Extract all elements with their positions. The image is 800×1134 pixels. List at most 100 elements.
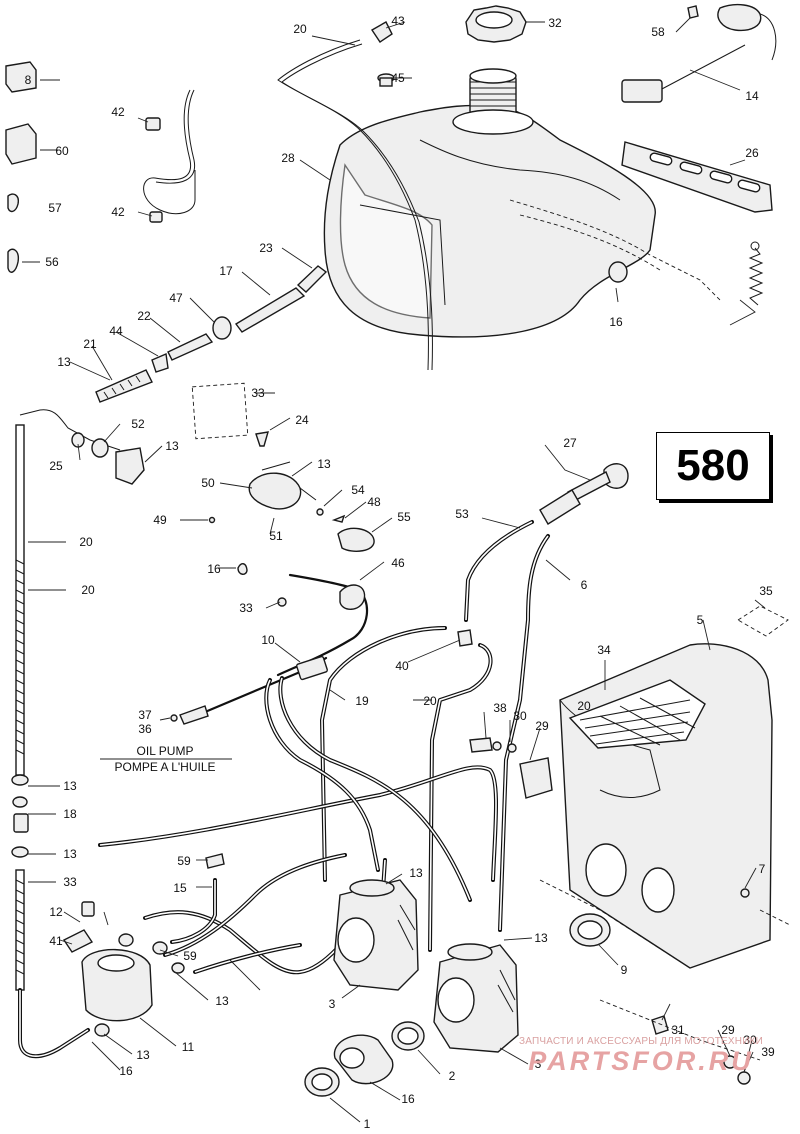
- primer-cable: [11, 424, 90, 1059]
- callout-2: 2: [449, 1069, 456, 1083]
- callout-32: 32: [548, 16, 562, 30]
- page-number: 580: [676, 441, 750, 490]
- callout-20: 20: [577, 699, 591, 713]
- silencer-label: [737, 605, 789, 637]
- primer-assembly: [95, 265, 328, 403]
- oil-pump-label-en: OIL PUMP: [137, 744, 194, 758]
- callout-16: 16: [119, 1064, 133, 1078]
- banjo-fitting: [19, 409, 145, 485]
- callout-59: 59: [177, 854, 191, 868]
- fuel-line-loop: [143, 89, 196, 223]
- spring: [748, 241, 764, 306]
- callout-25: 25: [49, 459, 63, 473]
- callout-13: 13: [317, 457, 331, 471]
- callout-13: 13: [215, 994, 229, 1008]
- callout-49: 49: [153, 513, 167, 527]
- throttle-parts: [208, 431, 375, 552]
- callout-45: 45: [391, 71, 405, 85]
- callout-58: 58: [651, 25, 665, 39]
- watermark-brand: PARTSFOR.RU: [528, 1046, 754, 1076]
- callout-39: 39: [761, 1045, 775, 1059]
- oil-pump: [62, 901, 185, 1037]
- carburetor-2: [433, 943, 519, 1053]
- tank-bracket: [621, 141, 773, 213]
- callout-13: 13: [409, 866, 423, 880]
- callout-57: 57: [48, 201, 62, 215]
- callout-20: 20: [423, 694, 437, 708]
- callout-3: 3: [329, 997, 336, 1011]
- callout-52: 52: [131, 417, 145, 431]
- callout-6: 6: [581, 578, 588, 592]
- primer-knob: [539, 463, 629, 525]
- oil-pump-cable: [170, 655, 328, 725]
- callout-1: 1: [364, 1117, 371, 1131]
- callout-22: 22: [137, 309, 151, 323]
- callout-7: 7: [759, 862, 766, 876]
- callout-27: 27: [563, 436, 577, 450]
- callout-23: 23: [259, 241, 273, 255]
- callout-31: 31: [671, 1023, 685, 1037]
- callout-17: 17: [219, 264, 233, 278]
- callout-54: 54: [351, 483, 365, 497]
- callout-42: 42: [111, 105, 125, 119]
- side-clips: [5, 61, 37, 273]
- callout-20: 20: [81, 583, 95, 597]
- mount-bracket: [469, 737, 553, 799]
- callout-13: 13: [136, 1048, 150, 1062]
- fuel-cap: [465, 5, 527, 43]
- callout-13: 13: [57, 355, 71, 369]
- callout-55: 55: [397, 510, 411, 524]
- callout-43: 43: [391, 14, 405, 28]
- callout-47: 47: [169, 291, 183, 305]
- callout-11: 11: [182, 1040, 195, 1054]
- callout-13: 13: [63, 847, 77, 861]
- callout-12: 12: [49, 905, 63, 919]
- callout-51: 51: [269, 529, 283, 543]
- callout-59: 59: [183, 949, 197, 963]
- callout-29: 29: [535, 719, 549, 733]
- callout-37: 37: [138, 708, 152, 722]
- callout-3: 3: [535, 1057, 542, 1071]
- callout-10: 10: [261, 633, 275, 647]
- callout-8: 8: [25, 73, 32, 87]
- vent-hose: [277, 21, 433, 371]
- callout-44: 44: [109, 324, 123, 338]
- grommet: [377, 73, 395, 87]
- callout-53: 53: [455, 507, 469, 521]
- callout-36: 36: [138, 722, 152, 736]
- callout-30: 30: [743, 1033, 757, 1047]
- callout-30: 30: [513, 709, 527, 723]
- callout-60: 60: [55, 144, 69, 158]
- callout-46: 46: [391, 556, 405, 570]
- callout-42: 42: [111, 205, 125, 219]
- callout-34: 34: [597, 643, 611, 657]
- callout-16: 16: [609, 315, 623, 329]
- tank-grommet: [608, 261, 628, 283]
- callout-13: 13: [63, 779, 77, 793]
- leader-lines: [22, 17, 766, 1123]
- callout-16: 16: [207, 562, 221, 576]
- callout-14: 14: [745, 89, 759, 103]
- callout-24: 24: [295, 413, 309, 427]
- callout-38: 38: [493, 701, 507, 715]
- page-number-box: 580: [656, 432, 770, 500]
- fuel-gauge-sender: [621, 3, 777, 103]
- callout-20: 20: [79, 535, 93, 549]
- callout-40: 40: [395, 659, 409, 673]
- watermark-caption: ЗАПЧАСТИ И АКСЕССУАРЫ ДЛЯ МОТОТЕХНИКИ: [518, 1036, 764, 1047]
- oil-pump-label-fr: POMPE A L'HUILE: [115, 760, 216, 774]
- callout-15: 15: [173, 881, 187, 895]
- decal: [191, 382, 249, 440]
- callout-56: 56: [45, 255, 59, 269]
- watermark: ЗАПЧАСТИ И АКСЕССУАРЫ ДЛЯ МОТОТЕХНИКИ PA…: [482, 1036, 800, 1077]
- fuel-tank: [323, 68, 721, 338]
- callout-35: 35: [759, 584, 773, 598]
- callout-28: 28: [281, 151, 295, 165]
- callout-21: 21: [83, 337, 97, 351]
- callout-13: 13: [534, 931, 548, 945]
- carburetor: [333, 879, 419, 991]
- callout-13: 13: [165, 439, 179, 453]
- callout-33: 33: [63, 875, 77, 889]
